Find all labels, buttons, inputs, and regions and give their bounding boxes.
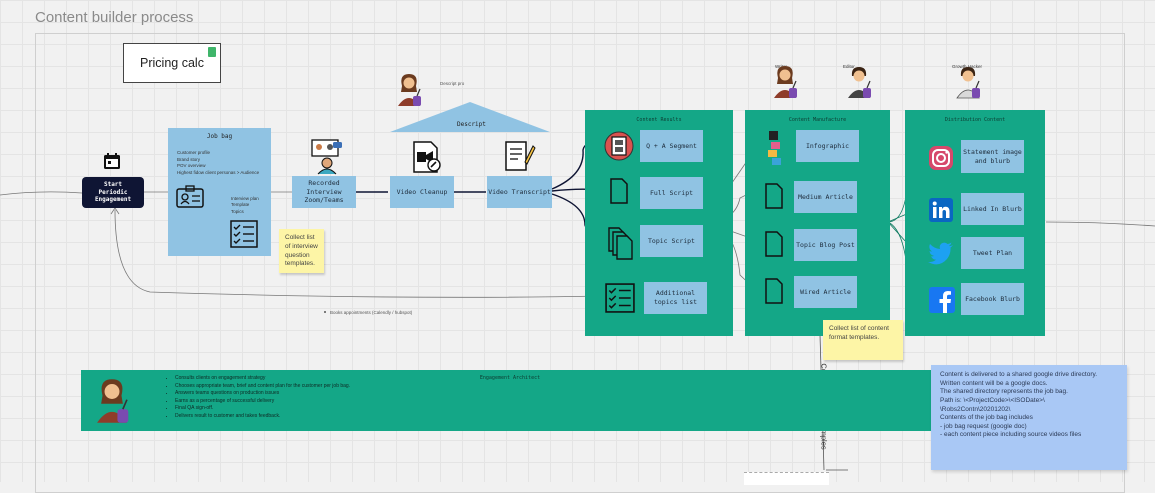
job-bag-detail: POV overview: [177, 163, 206, 169]
video-transcript-step[interactable]: Video Transcript: [487, 176, 552, 208]
booking-note: Books appointments (Calendly / hubspot): [330, 310, 413, 315]
job-bag-box[interactable]: Job bag Customer profile Brand story POV…: [168, 128, 271, 256]
video-call-icon: [309, 138, 345, 179]
editor-avatar: [845, 64, 873, 105]
infographic-icon: [766, 130, 784, 171]
engagement-title: Engagement Architect: [479, 375, 541, 381]
engagement-bullets: Consults clients on engagement strategy …: [167, 375, 350, 420]
additional-topics-item[interactable]: Additional topics list: [644, 282, 707, 314]
list-checklist-icon: [605, 283, 635, 318]
film-strip-icon: [604, 131, 634, 166]
video-edit-icon: [409, 140, 445, 179]
start-line3: Engagement: [94, 196, 132, 204]
start-line2: Periodic: [98, 188, 128, 196]
delivery-line: \Robs2Contn\20201202\: [940, 405, 1011, 413]
job-bag-item: Interview plan: [231, 196, 259, 201]
documents-stack-icon: [607, 227, 635, 266]
pricing-calc-card[interactable]: Pricing calc: [123, 43, 221, 83]
growth-hacker-label: Growth Hacker: [952, 64, 983, 69]
job-bag-details: Customer profile Brand story POV overvie…: [177, 150, 259, 176]
writer-role-label: Writer: [775, 55, 787, 73]
editor-label: Editor: [843, 64, 855, 69]
delivery-line: Written content will be a google docs.: [940, 379, 1048, 387]
delivery-note[interactable]: Content is delivered to a shared google …: [931, 365, 1127, 470]
facebook-blurb-item[interactable]: Facebook Blurb: [961, 283, 1024, 315]
document-icon: [609, 178, 629, 209]
wired-article-item[interactable]: Wired Article: [794, 276, 857, 308]
content-manufacture-title: Content Manufacture: [788, 117, 847, 123]
growth-hacker-role-label: Growth Hacker: [952, 55, 982, 73]
full-script-item[interactable]: Full Script: [640, 177, 703, 209]
transcript-doc-icon: [503, 140, 536, 177]
wired-doc-icon: [764, 278, 784, 309]
tweet-plan-item[interactable]: Tweet Plan: [961, 237, 1024, 269]
engagement-bullet: Chooses appropriate team, brief and cont…: [175, 383, 350, 391]
growth-hacker-avatar: [954, 64, 982, 105]
job-bag-detail: Customer profile: [177, 150, 211, 155]
delivery-line: - job bag request (google doc): [940, 422, 1027, 430]
engagement-bullet: Consults clients on engagement strategy: [175, 375, 350, 383]
qa-segment-item[interactable]: Q + A Segment: [640, 130, 703, 162]
content-format-note[interactable]: Collect list of content format templates…: [823, 320, 903, 360]
statement-image-item[interactable]: Statement image and blurb: [961, 140, 1024, 173]
job-bag-items: Interview plan Template Topics: [231, 196, 259, 215]
delivery-line: Contents of the job bag includes: [940, 414, 1033, 422]
calendar-icon: [103, 152, 121, 175]
linkedin-icon: [928, 197, 954, 228]
engagement-bullet: Final QA sign-off.: [175, 405, 350, 413]
engagement-bullet: Delivers result to customer and takes fe…: [175, 413, 350, 421]
bullet-dot: [324, 311, 326, 313]
topic-script-item[interactable]: Topic Script: [640, 225, 703, 257]
video-cleanup-step[interactable]: Video Cleanup: [390, 176, 454, 208]
job-bag-detail: Brand story: [177, 156, 201, 162]
delivery-line: The shared directory represents the job …: [940, 388, 1068, 396]
instagram-icon: [928, 145, 954, 176]
writer-label: Writer: [775, 64, 787, 69]
topic-blog-post-item[interactable]: Topic Blog Post: [794, 229, 857, 261]
job-bag-detail: Highest fidow client personas > Audience: [177, 169, 260, 175]
content-results-title: Content Results: [636, 117, 682, 123]
checklist-icon: [230, 220, 258, 253]
costing-card-edge: [744, 472, 829, 485]
google-sheets-icon: [208, 47, 216, 57]
id-badge-icon: [176, 185, 204, 213]
delivery-line: Path is: \<ProjectCode>\<ISODate>\: [940, 396, 1045, 404]
start-line1: Start: [103, 180, 123, 188]
distribution-title: Distribution Content: [944, 117, 1006, 123]
engagement-bullet: Answers teams questions on production is…: [175, 390, 350, 398]
engagement-architect-bar: Engagement Architect Consults clients on…: [81, 370, 939, 431]
writer-avatar: [771, 64, 799, 105]
article-doc-icon: [764, 183, 784, 214]
interview-templates-note[interactable]: Collect list of interview question templ…: [279, 229, 324, 273]
descript-label: Descript: [457, 121, 486, 128]
job-bag-item: Template: [231, 202, 250, 208]
linkedin-blurb-item[interactable]: Linked In Blurb: [961, 193, 1024, 225]
facebook-icon: [928, 286, 956, 319]
engagement-bullet: Earns as a percentage of successful deli…: [175, 398, 350, 406]
infographic-item[interactable]: Infographic: [796, 130, 859, 162]
blog-doc-icon: [764, 231, 784, 262]
pricing-calc-label: Pricing calc: [140, 56, 204, 70]
delivery-line: - each content piece including source vi…: [940, 431, 1082, 439]
medium-article-item[interactable]: Medium Article: [794, 181, 857, 213]
descript-user-avatar: [395, 72, 423, 113]
delivery-line: Content is delivered to a shared google …: [940, 371, 1098, 378]
job-bag-title: Job bag: [206, 133, 233, 140]
descript-group: [390, 102, 550, 139]
board-title: Content builder process: [35, 9, 194, 26]
editor-role-label: Editor: [843, 55, 855, 73]
twitter-icon: [928, 242, 954, 269]
architect-avatar: [93, 375, 131, 432]
descript-pro-label: Descript pro: [440, 81, 465, 86]
job-bag-item: Topics: [231, 208, 244, 214]
recorded-interview-step[interactable]: Recorded Interview Zoom/Teams: [292, 176, 356, 208]
